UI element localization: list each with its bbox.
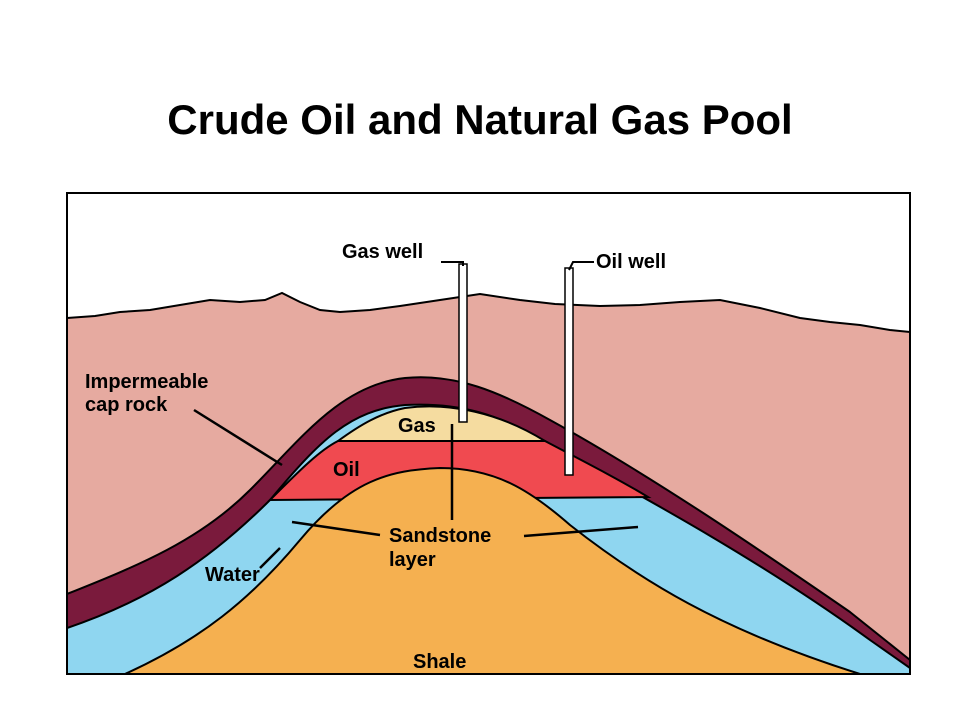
water-leader [259, 547, 281, 569]
oil-label: Oil [333, 459, 360, 481]
gas-well-pipe [458, 263, 468, 423]
sandstone-leader-right [523, 525, 639, 538]
gas-label: Gas [398, 415, 436, 437]
sandstone-label-line2: layer [389, 549, 436, 571]
gas-well-label: Gas well [342, 241, 423, 263]
cap-rock-label-line2: cap rock [85, 394, 168, 416]
diagram-frame [66, 192, 911, 675]
gas-zone [334, 405, 549, 442]
page-title: Crude Oil and Natural Gas Pool [167, 96, 793, 143]
gas-well-head [441, 261, 464, 266]
shale-label: Shale [413, 651, 466, 673]
oil-well-pipe [564, 267, 574, 476]
sandstone-leader-left [291, 520, 381, 537]
cap-rock-label-line1: Impermeable [85, 371, 208, 393]
oil-well-label: Oil well [596, 251, 666, 273]
sandstone-label-line1: Sandstone [389, 525, 491, 547]
water-label: Water [205, 564, 260, 586]
oil-well-head [568, 261, 594, 271]
cap-rock-leader [193, 408, 283, 467]
